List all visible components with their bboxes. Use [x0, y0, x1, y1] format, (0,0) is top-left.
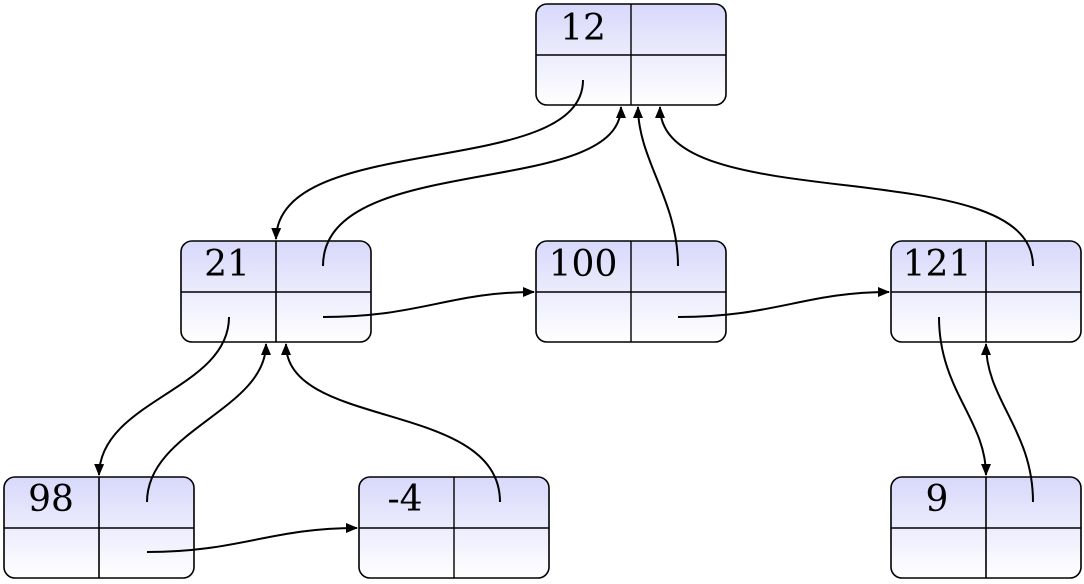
edge-arrow: [938, 316, 991, 476]
edge-arrow: [655, 106, 1034, 267]
node-value: 12: [560, 8, 606, 49]
node-value: 21: [204, 244, 250, 285]
edge-arrow: [633, 106, 679, 267]
tree-node: 21: [180, 240, 372, 343]
edge-arrow: [322, 106, 626, 267]
tree-node: 98: [3, 476, 195, 579]
tree-node: 121: [890, 240, 1082, 343]
tree-node: 9: [890, 476, 1082, 579]
edge-arrow: [322, 287, 535, 318]
node-value: 121: [903, 244, 972, 285]
tree-node: 12: [535, 3, 727, 106]
node-value: 9: [926, 479, 949, 520]
edge-arrow: [981, 343, 1034, 503]
node-value: 98: [28, 479, 74, 520]
edge-arrow: [271, 79, 584, 240]
node-value: -4: [387, 479, 422, 520]
tree-node: -4: [358, 476, 550, 579]
edge-arrow: [281, 343, 501, 503]
edge-arrow: [677, 287, 890, 318]
edge-arrow: [146, 343, 271, 503]
node-value: 100: [549, 244, 618, 285]
tree-node: 100: [535, 240, 727, 343]
edge-arrow: [94, 316, 230, 476]
edge-arrow: [146, 523, 358, 553]
